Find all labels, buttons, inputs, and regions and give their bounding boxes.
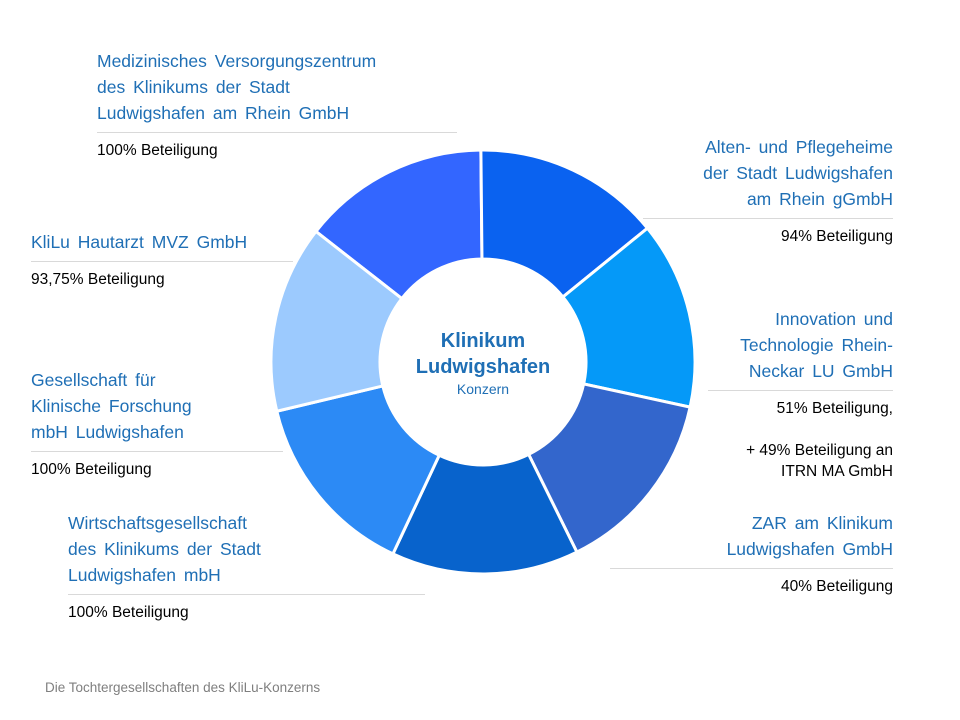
divider bbox=[610, 568, 893, 569]
ring-segment bbox=[390, 452, 579, 576]
company-share: 93,75% Beteiligung bbox=[31, 271, 165, 288]
company-wirtschaft: Wirtschaftsgesellschaft des Klinikums de… bbox=[68, 510, 425, 623]
ring-segment bbox=[313, 148, 484, 301]
center-label: Klinikum Ludwigshafen Konzern bbox=[383, 328, 583, 398]
company-share: 94% Beteiligung bbox=[780, 228, 893, 245]
ring-segment bbox=[269, 229, 404, 414]
company-forschung: Gesellschaft für Klinische Forschung mbH… bbox=[31, 367, 283, 480]
company-zar: ZAR am Klinikum Ludwigshafen GmbH 40% Be… bbox=[610, 510, 893, 597]
company-name: Innovation und Technologie Rhein- Neckar… bbox=[740, 309, 893, 381]
company-share: 40% Beteiligung bbox=[780, 578, 893, 595]
divider bbox=[68, 594, 425, 595]
company-name: KliLu Hautarzt MVZ GmbH bbox=[31, 232, 248, 252]
divider bbox=[643, 218, 893, 219]
divider bbox=[31, 261, 293, 262]
company-name: Medizinisches Versorgungszentrum des Kli… bbox=[97, 51, 377, 123]
company-share: 100% Beteiligung bbox=[97, 142, 218, 159]
ring-segment bbox=[526, 382, 692, 555]
company-name: Wirtschaftsgesellschaft des Klinikums de… bbox=[68, 513, 261, 585]
center-subtitle: Konzern bbox=[456, 381, 510, 397]
company-itr: Innovation und Technologie Rhein- Neckar… bbox=[708, 306, 893, 482]
company-alten: Alten- und Pflegeheime der Stadt Ludwigs… bbox=[643, 134, 893, 247]
divider bbox=[31, 451, 283, 452]
divider bbox=[97, 132, 457, 133]
footer-caption: Die Tochtergesellschaften des KliLu-Konz… bbox=[45, 680, 321, 695]
ring-segment bbox=[274, 384, 442, 556]
company-name: Gesellschaft für Klinische Forschung mbH… bbox=[31, 370, 192, 442]
company-mvz: Medizinisches Versorgungszentrum des Kli… bbox=[97, 48, 457, 161]
divider bbox=[708, 390, 893, 391]
company-hautarzt: KliLu Hautarzt MVZ GmbH 93,75% Beteiligu… bbox=[31, 229, 293, 290]
company-name: Alten- und Pflegeheime der Stadt Ludwigs… bbox=[703, 137, 893, 209]
company-name: ZAR am Klinikum Ludwigshafen GmbH bbox=[726, 513, 893, 559]
company-share: 51% Beteiligung, + 49% Beteiligung an IT… bbox=[746, 400, 893, 480]
company-share: 100% Beteiligung bbox=[31, 461, 152, 478]
center-title: Klinikum Ludwigshafen bbox=[415, 330, 551, 378]
company-share: 100% Beteiligung bbox=[68, 604, 189, 621]
ring-segment bbox=[560, 226, 697, 409]
